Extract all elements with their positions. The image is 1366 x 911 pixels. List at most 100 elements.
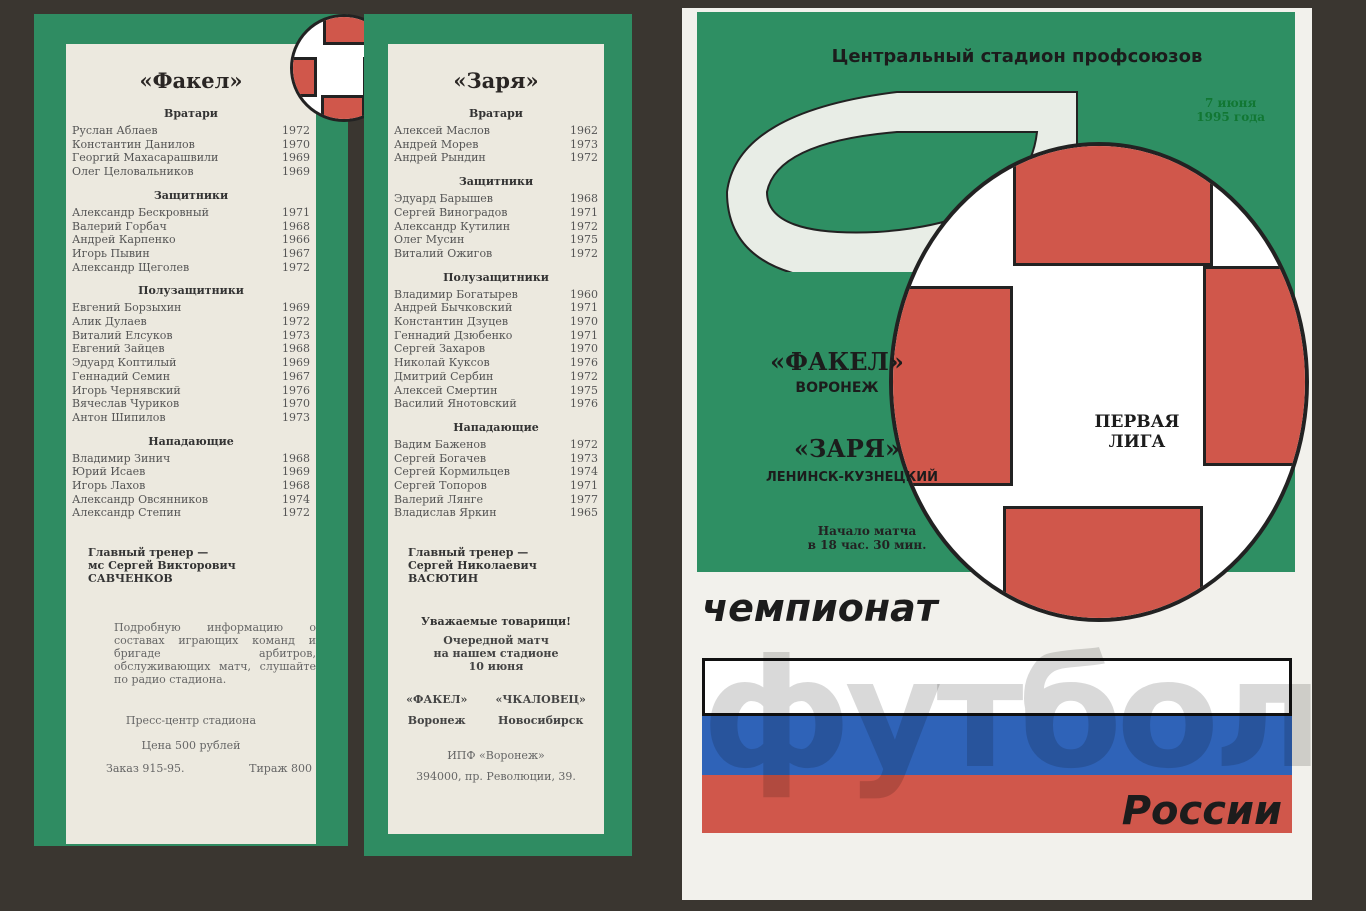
coach-line: Сергей Николаевич [408, 559, 537, 573]
birth-year: 1969 [282, 356, 310, 370]
birth-year: 1968 [282, 479, 310, 493]
section-title: Вратари [164, 107, 218, 120]
birth-year: 1966 [282, 233, 310, 247]
birth-year: 1970 [282, 397, 310, 411]
birth-year: 1976 [570, 356, 598, 370]
player-name: Вячеслав Чуриков [72, 397, 180, 411]
birth-year: 1970 [282, 137, 310, 151]
price: Цена 500 рублей [141, 739, 241, 753]
player-name: Константин Данилов [72, 137, 195, 151]
player-row: Александр Овсянников 1974 [66, 493, 316, 507]
player-name: Руслан Аблаев [72, 124, 158, 137]
home-city: ВОРОНЕЖ [795, 380, 879, 396]
home-city: Воронеж [407, 714, 466, 728]
birth-year: 1974 [570, 465, 598, 479]
away-team: «ЧКАЛОВЕЦ» [495, 693, 586, 707]
coach-line: Главный тренер — [88, 546, 209, 560]
date-year: 1995 года [1196, 110, 1265, 124]
player-name: Александр Щеголев [72, 260, 190, 274]
section-title: Вратари [469, 107, 523, 120]
player-name: Василий Янотовский [394, 397, 517, 411]
player-name: Константин Дзуцев [394, 315, 509, 329]
player-name: Сергей Захаров [394, 342, 486, 356]
head-coach: Главный тренер — мс Сергей Викторович СА… [66, 546, 316, 585]
player-row: Олег Мусин 1975 [388, 233, 604, 247]
birth-year: 1974 [282, 492, 310, 506]
player-name: Виталий Ожигов [394, 246, 493, 260]
birth-year: 1972 [282, 260, 310, 274]
birth-year: 1970 [570, 315, 598, 329]
next-line: на нашем стадионе [433, 647, 559, 661]
flag-white-stripe [702, 658, 1292, 717]
player-name: Игорь Пывин [72, 246, 150, 260]
player-row: Константин Дзуцев 1970 [388, 315, 604, 329]
player-name: Эдуард Коптилый [72, 356, 177, 370]
birth-year: 1972 [570, 437, 598, 451]
player-row: Вячеслав Чуриков 1970 [66, 397, 316, 411]
player-row: Эдуард Коптилый 1969 [66, 356, 316, 370]
player-name: Олег Мусин [394, 233, 465, 247]
print-info: Заказ 915-95.Тираж 800 [66, 762, 316, 775]
birth-year: 1967 [282, 369, 310, 383]
player-name: Игорь Лахов [72, 479, 146, 493]
info-text: Подробную информацию о составах играющих… [114, 621, 316, 687]
player-name: Сергей Топоров [394, 479, 487, 493]
player-name: Алексей Смертин [394, 383, 498, 397]
stadium-name: Центральный стадион профсоюзов [831, 46, 1203, 67]
player-name: Владимир Богатырев [394, 287, 518, 301]
home-team: «ФАКЕЛ» [770, 347, 904, 376]
order-number: Заказ 915-95. [106, 762, 185, 776]
championship-label: чемпионат [702, 586, 938, 630]
next-date: 10 июня [468, 660, 524, 674]
birth-year: 1972 [570, 151, 598, 165]
player-row: Александр Щеголев 1972 [66, 261, 316, 275]
next-teams: «ФАКЕЛ»Воронеж «ЧКАЛОВЕЦ»Новосибирск [388, 693, 604, 727]
next-away: «ЧКАЛОВЕЦ»Новосибирск [496, 693, 586, 727]
head-coach: Главный тренер — Сергей Николаевич ВАСЮТ… [388, 546, 604, 585]
kickoff-time: в 18 час. 30 мин. [807, 538, 927, 552]
birth-year: 1962 [570, 124, 598, 137]
birth-year: 1971 [570, 479, 598, 493]
player-row: Игорь Лахов 1968 [66, 479, 316, 493]
league-line: ПЕРВАЯ [1094, 412, 1180, 432]
away-city: ЛЕНИНСК-КУЗНЕЦКИЙ [766, 470, 938, 485]
player-name: Виталий Елсуков [72, 328, 173, 342]
player-name: Валерий Лянге [394, 492, 484, 506]
player-name: Сергей Виноградов [394, 205, 508, 219]
birth-year: 1971 [570, 301, 598, 315]
player-row: Константин Данилов 1970 [66, 138, 316, 152]
birth-year: 1975 [570, 233, 598, 247]
player-row: Алексей Смертин 1975 [388, 384, 604, 398]
player-name: Александр Овсянников [72, 492, 209, 506]
birth-year: 1960 [570, 287, 598, 301]
player-name: Геннадий Дзюбенко [394, 328, 513, 342]
section-title: Нападающие [453, 420, 539, 434]
birth-year: 1969 [282, 151, 310, 165]
birth-year: 1975 [570, 383, 598, 397]
player-name: Сергей Кормильцев [394, 465, 510, 479]
